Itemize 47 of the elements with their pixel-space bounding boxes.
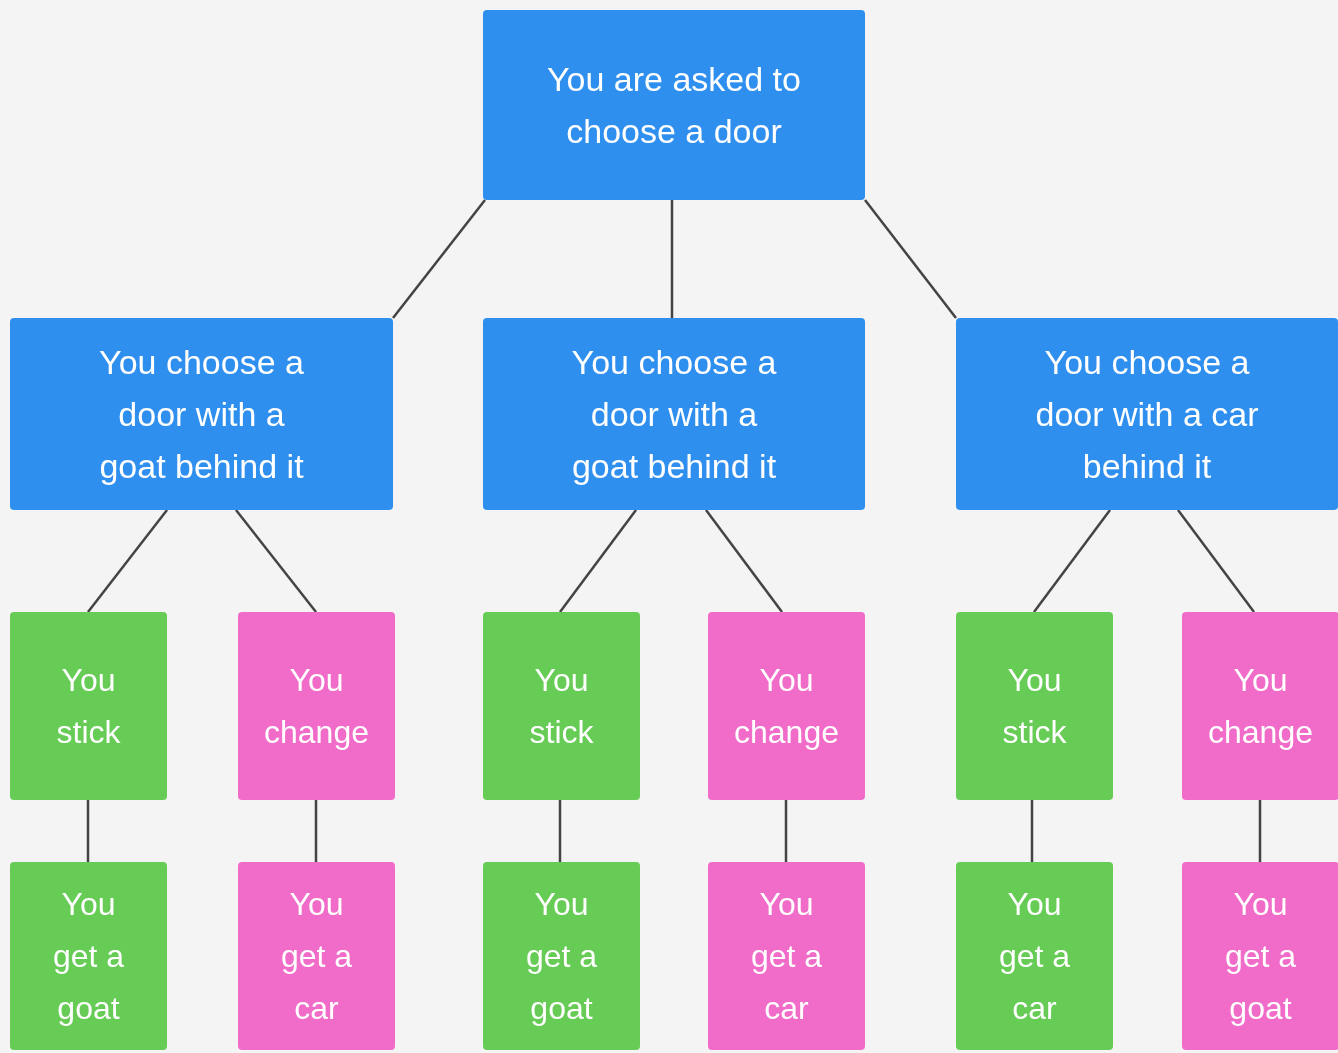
box-text: You stick — [1001, 661, 1068, 752]
connector-line — [392, 199, 486, 319]
connector-line — [1177, 509, 1255, 613]
connector-line — [314, 800, 318, 862]
connector-line — [1033, 509, 1111, 613]
box-text: You choose a door with a goat behind it — [570, 342, 778, 487]
process-box — [10, 318, 393, 510]
connector-line — [784, 800, 788, 862]
connector-line — [1258, 800, 1262, 862]
connector-line — [86, 800, 90, 862]
box-text: You get a car — [997, 885, 1072, 1028]
connector-line — [235, 509, 317, 613]
process-box — [708, 862, 865, 1050]
box-text: You change — [733, 661, 840, 752]
box-text: You change — [263, 661, 370, 752]
process-box — [483, 10, 865, 200]
connector-line — [864, 199, 957, 319]
box-text: You get a car — [279, 885, 354, 1028]
process-box — [483, 862, 640, 1050]
process-box — [238, 612, 395, 800]
process-box — [10, 862, 167, 1050]
connector-line — [1030, 800, 1034, 862]
box-text: You get a car — [749, 885, 824, 1028]
process-box — [483, 612, 640, 800]
process-box — [1182, 612, 1338, 800]
process-box — [238, 862, 395, 1050]
box-text: You choose a door with a car behind it — [1034, 342, 1260, 487]
connector-line — [559, 509, 637, 613]
connector-line — [670, 200, 674, 318]
connector-line — [87, 509, 168, 613]
process-box — [1182, 862, 1338, 1050]
box-text: You change — [1207, 661, 1314, 752]
connector-line — [705, 509, 783, 613]
box-text: You get a goat — [51, 885, 126, 1028]
box-text: You get a goat — [1223, 885, 1298, 1028]
process-box — [956, 862, 1113, 1050]
box-text: You get a goat — [524, 885, 599, 1028]
connector-line — [558, 800, 562, 862]
process-box — [956, 612, 1113, 800]
box-text: You stick — [528, 661, 595, 752]
box-text: You are asked to choose a door — [546, 59, 802, 152]
box-text: You stick — [55, 661, 122, 752]
process-box — [708, 612, 865, 800]
box-text: You choose a door with a goat behind it — [98, 342, 305, 487]
process-box — [483, 318, 865, 510]
process-box — [10, 612, 167, 800]
process-box — [956, 318, 1338, 510]
